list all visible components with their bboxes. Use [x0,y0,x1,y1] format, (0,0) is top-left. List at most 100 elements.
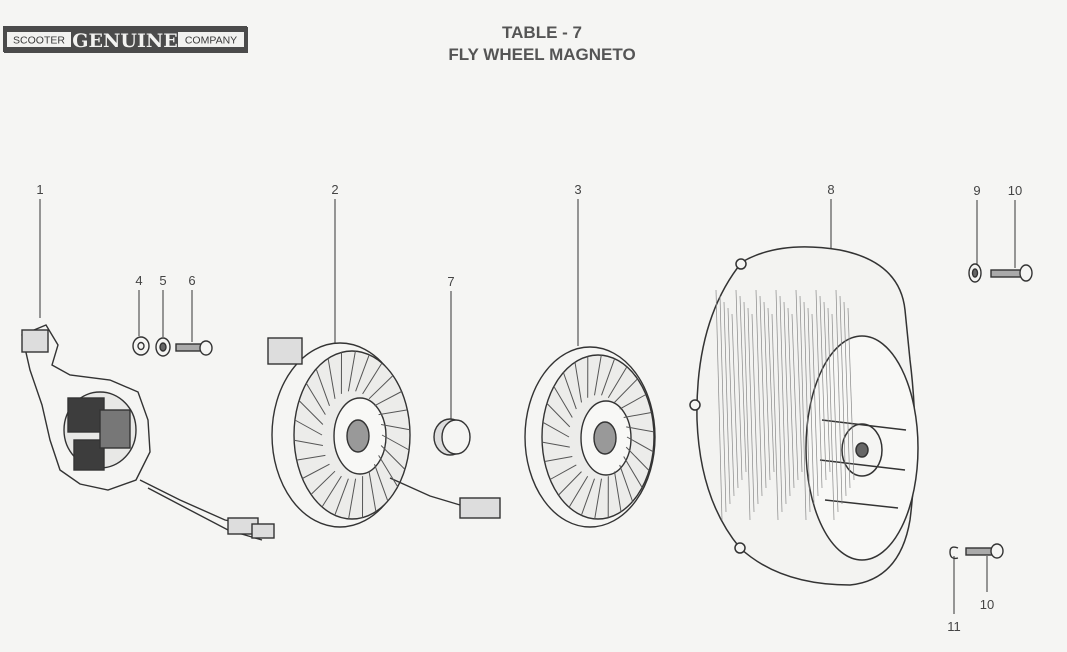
rubber-cap-part [433,418,471,456]
hatch-line [803,301,811,513]
fin-line [594,478,602,519]
fin-line [305,383,326,415]
hatch-line [783,301,791,497]
callout-8: 8 [827,182,834,197]
hatch-line [787,307,795,489]
fin-line [294,419,323,436]
callout-1: 1 [36,182,43,197]
fin-line [298,400,324,425]
hatch-line [799,295,807,521]
fin-line [321,475,342,508]
callout-11: 11 [947,619,961,634]
hatch-line [735,289,743,481]
fin-line [580,478,595,516]
fin-line [368,471,377,512]
logo-center-word: GENUINE [72,30,177,52]
fin-line [623,412,652,418]
fin-line [562,372,577,410]
fin-line [374,464,389,502]
hatch-line [775,289,783,513]
callout-2: 2 [331,182,338,197]
fin-line [362,362,383,395]
page-title: FLY WHEEL MAGNETO [448,45,636,64]
fin-line [619,464,634,502]
hatch-line [835,289,843,505]
hatch-line [847,307,855,481]
fin-line [601,358,616,396]
hatch-line [779,295,787,505]
stator-plate-part [21,324,275,541]
clip-part-11 [949,546,959,560]
hatch-line [715,289,723,521]
fin-line [625,446,650,471]
fin-line [614,471,622,512]
hatch-line [763,301,771,481]
hatch-line [831,313,839,513]
fin-line [378,455,399,487]
fin-line [347,351,356,392]
fin-line [594,355,602,396]
title-block: TABLE - 7 FLY WHEEL MAGNETO [392,22,692,66]
fin-line [334,478,349,516]
fin-line [378,409,408,416]
fin-line [542,441,570,448]
hatch-line [727,307,735,497]
flywheel-fins-part-3 [542,355,654,519]
fin-line [546,403,571,428]
fin-line [619,394,647,410]
flywheel-assembly-part [267,337,501,528]
fin-line [296,454,326,461]
fin-line [626,426,654,433]
logo-left-word: SCOOTER [13,35,65,47]
hatch-line [771,313,779,521]
hatch-line [767,307,775,473]
fin-line [553,386,573,418]
cooling-cover-part [689,246,919,586]
cover-shading [715,289,855,521]
fin-line [327,358,336,399]
fin-line [542,421,570,438]
hatch-line [747,307,755,513]
fin-line [294,439,323,446]
hatch-line [815,289,823,489]
fin-line [380,445,406,470]
fin-line [574,362,582,403]
fin-line [614,378,638,403]
fin-line [315,368,330,406]
screw-part-10-top [990,264,1033,282]
fin-line [374,391,402,407]
hatch-line [731,313,739,489]
callout-10-bottom: 10 [980,597,994,612]
table-label: TABLE - 7 [502,23,582,42]
hatch-line [807,307,815,505]
hatch-line [827,307,835,521]
screw-part-6 [175,340,213,356]
fin-line [355,354,370,392]
hatch-line [795,289,803,473]
fin-line [607,366,628,398]
fin-line [381,434,410,451]
fin-line [558,471,582,496]
hatch-line [751,313,759,505]
fin-line [626,436,654,453]
hatch-line [743,301,751,521]
flywheel-part [524,346,656,528]
callout-4: 4 [135,273,142,288]
hatch-line [791,313,799,481]
fin-line [310,470,336,495]
screw-part-10-bottom [965,543,1004,559]
fin-line [549,464,577,480]
callout-5: 5 [159,273,166,288]
logo-right-word: COMPANY [185,35,237,47]
lock-washer-part-5 [155,337,171,357]
hatch-line [811,313,819,497]
hatch-line [719,295,727,513]
hatch-line [819,295,827,481]
washer-part-9 [968,263,982,283]
fin-line [348,478,357,519]
flywheel-fins-part-2 [294,351,410,519]
washer-part-4 [132,336,150,356]
brand-logo: SCOOTER GENUINE COMPANY [3,26,248,53]
hatch-line [739,295,747,473]
